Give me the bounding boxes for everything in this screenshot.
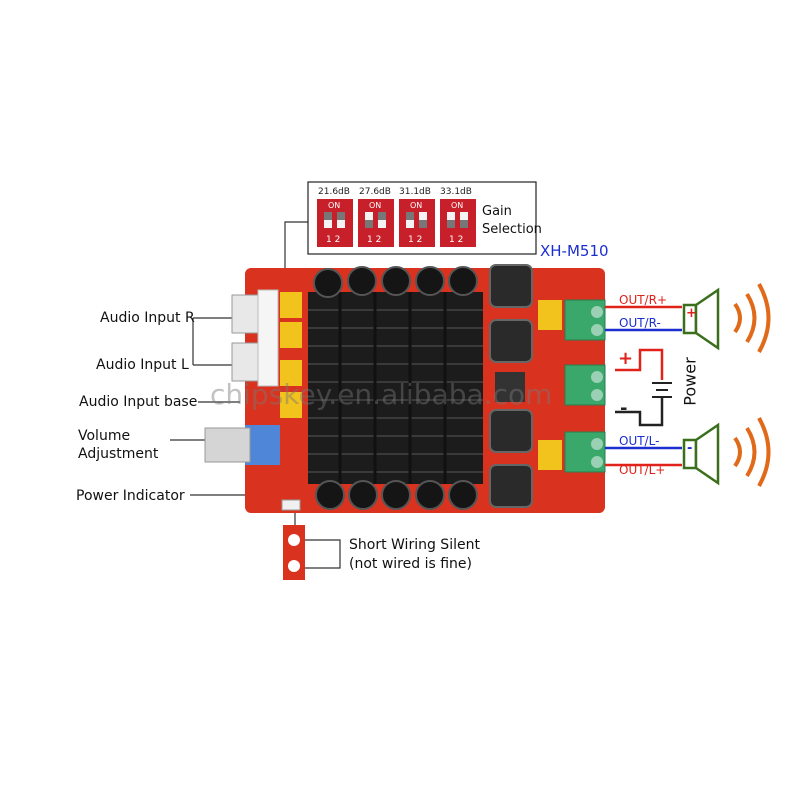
film-cap-4 xyxy=(280,392,302,418)
gain-option-2-on: ON xyxy=(369,201,382,210)
audio-input-l-label: Audio Input L xyxy=(96,357,189,373)
gain-option-1-db: 21.6dB xyxy=(318,187,350,197)
capacitor-bottom-4 xyxy=(415,480,445,510)
film-cap-6 xyxy=(538,440,562,470)
power-minus-sign: - xyxy=(620,398,628,419)
gain-option-4-db: 33.1dB xyxy=(440,187,472,197)
volume-label-line1: Volume xyxy=(78,428,131,444)
capacitor-top-3 xyxy=(381,266,411,296)
inductor-1 xyxy=(489,264,533,308)
dip-switch-2 xyxy=(358,199,394,247)
callout-lines xyxy=(170,221,341,569)
capacitor-bottom-5 xyxy=(448,480,478,510)
watermark: chipskey.en.alibaba.com xyxy=(210,378,553,411)
out-r-minus-label: OUT/R- xyxy=(619,316,661,330)
audio-input-base-label: Audio Input base xyxy=(79,394,198,410)
power-indicator-label: Power Indicator xyxy=(76,488,185,504)
audio-input-r-label: Audio Input R xyxy=(100,310,195,326)
speaker-left xyxy=(682,422,720,486)
inductor-4 xyxy=(489,464,533,508)
model-label: XH-M510 xyxy=(540,242,609,260)
gain-option-1-pins: 1 2 xyxy=(326,235,341,245)
speaker-right xyxy=(682,287,720,351)
out-r-plus-label: OUT/R+ xyxy=(619,293,667,307)
out-l-minus-label: OUT/L- xyxy=(619,434,660,448)
gain-option-3-on: ON xyxy=(410,201,423,210)
inductor-3 xyxy=(489,409,533,453)
gain-option-3-db: 31.1dB xyxy=(399,187,431,197)
capacitor-top-4 xyxy=(415,266,445,296)
gain-label-line2: Selection xyxy=(482,222,542,237)
power-plus-sign: + xyxy=(618,348,634,369)
gain-option-1-on: ON xyxy=(328,201,341,210)
heatsink xyxy=(308,292,483,484)
power-plus-wire xyxy=(615,348,664,380)
inductor-2 xyxy=(489,319,533,363)
gain-option-2-pins: 1 2 xyxy=(367,235,382,245)
capacitor-bottom-1 xyxy=(315,480,345,510)
volume-label-line2: Adjustment xyxy=(78,446,159,462)
gain-label-line1: Gain xyxy=(482,204,512,219)
capacitor-top-2 xyxy=(347,266,377,296)
film-cap-5 xyxy=(538,300,562,330)
film-cap-2 xyxy=(280,322,302,348)
rectifier xyxy=(495,372,525,402)
capacitor-bottom-2 xyxy=(348,480,378,510)
sound-waves xyxy=(733,283,771,487)
capacitor-top-1 xyxy=(313,268,343,298)
power-minus-wire xyxy=(615,398,664,427)
capacitor-top-5 xyxy=(448,266,478,296)
speaker-r-plus-sign: + xyxy=(686,306,697,321)
film-cap-1 xyxy=(280,292,302,318)
silent-jumper xyxy=(283,525,305,580)
dip-switch-3 xyxy=(399,199,435,247)
power-led xyxy=(281,499,301,511)
gain-option-4-on: ON xyxy=(451,201,464,210)
gain-option-3-pins: 1 2 xyxy=(408,235,423,245)
gain-selection-box xyxy=(307,181,537,255)
potentiometer xyxy=(245,425,280,465)
dip-switch-4 xyxy=(440,199,476,247)
dip-switch-1 xyxy=(317,199,353,247)
capacitor-bottom-3 xyxy=(381,480,411,510)
gain-option-4-pins: 1 2 xyxy=(449,235,464,245)
silent-label-line1: Short Wiring Silent xyxy=(349,537,480,553)
speaker-l-minus-sign: - xyxy=(687,441,693,456)
power-label: Power xyxy=(680,357,700,406)
silent-label-line2: (not wired is fine) xyxy=(349,556,472,572)
film-cap-3 xyxy=(280,360,302,386)
gain-option-2-db: 27.6dB xyxy=(359,187,391,197)
pcb-board xyxy=(204,264,606,513)
out-l-plus-label: OUT/L+ xyxy=(619,463,666,477)
battery-symbol xyxy=(652,382,672,398)
volume-knob-shaft xyxy=(204,427,251,463)
